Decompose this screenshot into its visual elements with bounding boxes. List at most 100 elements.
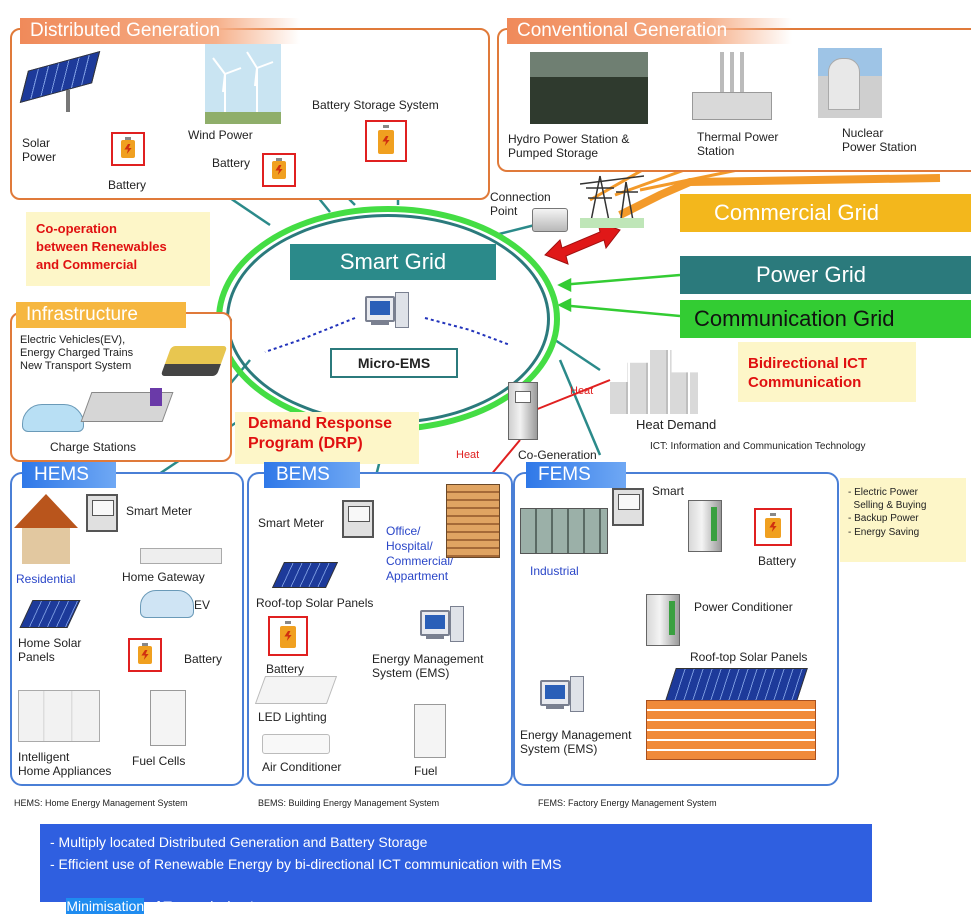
thermal-plant-icon [692, 52, 772, 120]
smart-meter-label: Smart Meter [126, 504, 193, 518]
house-icon [14, 494, 78, 566]
industrial-label: Industrial [530, 564, 579, 578]
fems-title: FEMS [526, 462, 626, 488]
summary-highlight: Minimisation [66, 898, 145, 914]
infrastructure-title: Infrastructure [16, 302, 186, 328]
connection-point-label: Connection Point [490, 190, 551, 218]
rooftop-solar-label: Roof-top Solar Panels [256, 596, 374, 610]
communication-grid-label: Communication Grid [694, 306, 895, 331]
led-lighting-icon [254, 676, 338, 704]
rooftop-solar-label: Roof-top Solar Panels [690, 650, 808, 664]
thermal-station-label: Thermal Power Station [697, 130, 779, 158]
bidirectional-note [738, 342, 916, 402]
summary-box [40, 824, 872, 902]
air-conditioner-icon [262, 734, 330, 754]
ev-car-icon [140, 590, 194, 618]
air-conditioner-label: Air Conditioner [262, 760, 342, 774]
power-grid-bar: Power Grid [680, 256, 971, 294]
summary-line-1: - Multiply located Distributed Generatio… [50, 834, 428, 850]
cooperation-note [26, 212, 210, 286]
benefit-saving: - Energy Saving [848, 527, 920, 538]
solar-power-label: Solar Power [22, 136, 57, 164]
conventional-generation-title: Conventional Generation [507, 18, 792, 44]
home-gateway-icon [140, 548, 222, 564]
battery-label: Battery [758, 554, 797, 568]
factory-rooftop-solar-icon [646, 668, 816, 760]
power-conditioner-upper-icon [688, 500, 722, 552]
ems-label: Energy Management System (EMS) [520, 728, 632, 756]
battery-label: Battery [184, 652, 223, 666]
bems-title: BEMS [264, 462, 360, 488]
ict-note-label: ICT: Information and Communication Techn… [650, 441, 866, 452]
led-lighting-label: LED Lighting [258, 710, 327, 724]
electric-car-icon [22, 404, 84, 432]
commercial-grid-label: Commercial Grid [714, 200, 880, 225]
fuel-cell-icon [414, 704, 446, 758]
hems-title: HEMS [22, 462, 116, 488]
office-label: Office/ Hospital/ Commercial/ Appartment [386, 524, 454, 583]
communication-grid-bar: Communication Grid [680, 300, 971, 338]
co-generation-label: Co-Generation [518, 448, 597, 462]
fuel-label: Fuel [414, 764, 438, 778]
heat-demand-label: Heat Demand [636, 417, 717, 432]
micro-ems-label: Micro-EMS [330, 348, 458, 378]
industrial-plant-icon [520, 508, 608, 554]
battery-icon [754, 508, 792, 546]
wind-turbine-icon [205, 44, 281, 124]
heat-label-upper: Heat [570, 385, 594, 397]
ev-label: EV [194, 598, 211, 612]
home-appliances-icon [18, 690, 100, 742]
commercial-grid-bar: Commercial Grid [680, 194, 971, 232]
hems-footnote: HEMS: Home Energy Management System [14, 798, 188, 808]
benefits-note [840, 478, 966, 562]
home-solar-label: Home Solar Panels [18, 636, 82, 664]
smart-meter-label: Smart Meter [258, 516, 325, 530]
battery-icon [111, 132, 145, 166]
power-conditioner-label: Power Conditioner [694, 600, 793, 614]
summary-line-3-rest: of Transmission Losses [144, 898, 295, 914]
benefit-backup: - Backup Power [848, 513, 919, 524]
residential-label: Residential [16, 572, 76, 586]
smart-meter-icon [612, 488, 644, 526]
drp-note [235, 412, 419, 464]
fuel-cells-label: Fuel Cells [132, 754, 186, 768]
battery-label: Battery [266, 662, 305, 676]
power-conditioner-lower-icon [646, 594, 680, 646]
battery-label: Battery [108, 178, 147, 192]
charger-icon [150, 388, 162, 406]
power-grid-label: Power Grid [756, 262, 867, 287]
connection-point-icon [532, 208, 568, 232]
summary-line-3: - Minimisation of Transmission Losses [50, 876, 294, 916]
smart-meter-icon [86, 494, 118, 532]
transmission-tower-icon [580, 175, 644, 228]
fems-footnote: FEMS: Factory Energy Management System [538, 798, 717, 808]
smart-meter-icon [342, 500, 374, 538]
battery-storage-icon [365, 120, 407, 162]
battery-storage-system-label: Battery Storage System [312, 98, 439, 112]
battery-icon [268, 616, 308, 656]
battery-icon [262, 153, 296, 187]
train-icon [160, 346, 228, 376]
heat-label-lower: Heat [456, 449, 480, 461]
office-building-icon [446, 484, 500, 558]
bems-footnote: BEMS: Building Energy Management System [258, 798, 440, 808]
ems-label: Energy Management System (EMS) [372, 652, 484, 680]
nuclear-plant-icon [818, 48, 882, 118]
battery-label: Battery [212, 156, 251, 170]
fuel-cell-icon [150, 690, 186, 746]
home-gateway-label: Home Gateway [122, 570, 205, 584]
charge-stations-label: Charge Stations [50, 440, 137, 454]
cooperation-label: Co-operation between Renewables and Comm… [36, 221, 167, 272]
ev-list-label: Electric Vehicles(EV), Energy Charged Tr… [20, 334, 134, 372]
drp-label: Demand Response Program (DRP) [248, 415, 393, 452]
wind-power-label: Wind Power [188, 128, 253, 142]
smart-label: Smart [652, 484, 685, 498]
distributed-generation-title: Distributed Generation [20, 18, 300, 44]
bidirectional-label: Bidirectional ICT Communication [748, 355, 868, 391]
smart-grid-label: Smart Grid [290, 244, 496, 280]
appliances-label: Intelligent Home Appliances [18, 750, 112, 778]
co-generation-unit-icon [508, 382, 538, 440]
hydro-station-label: Hydro Power Station & Pumped Storage [508, 132, 630, 160]
summary-line-2: - Efficient use of Renewable Energy by b… [50, 856, 562, 872]
solar-panel-icon [19, 50, 101, 112]
